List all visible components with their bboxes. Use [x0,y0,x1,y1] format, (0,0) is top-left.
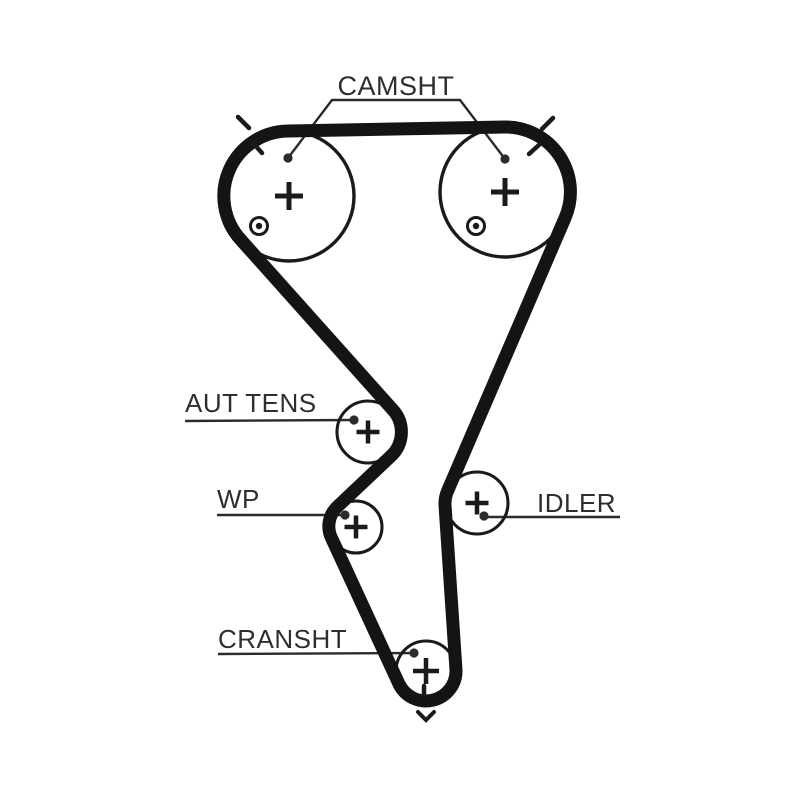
camshaft-left-hole-icon [249,216,269,236]
camshaft-right-leader-dot [500,154,510,164]
crankshaft-plus-mark [413,658,439,684]
timing-tick-marks [235,114,556,723]
leader-lines [184,98,620,656]
timing-belt [217,120,577,708]
camshaft-right-hole-icon [466,216,486,236]
label-idler: IDLER [537,488,616,518]
pulley-center-marks [275,178,519,684]
tensioner-leader-dot [349,415,359,425]
label-auto-tensioner: AUT TENS [185,388,317,418]
crankshaft-arrow-mark [416,710,436,723]
label-camshaft: CAMSHT [338,71,455,101]
camshaft-right-outer-tick [539,115,556,132]
water-pump-leader-dot [340,510,350,520]
labels: CAMSHT AUT TENS WP IDLER CRANSHT [185,71,616,654]
camshaft-left-hole-dot [255,222,263,230]
idler-leader-dot [479,511,489,521]
alignment-hole-marks [249,216,486,236]
label-crankshaft: CRANSHT [218,624,347,654]
camshaft-right-inner-tick [526,141,543,157]
camshaft-right-hole-dot [472,222,480,230]
water-pump-plus-mark [344,515,368,539]
camshaft-left-inner-tick [249,139,265,156]
camshaft-left-outer-tick [235,114,252,131]
label-water-pump: WP [217,484,260,514]
tensioner-plus-mark [356,420,380,444]
crankshaft-leader-dot [409,648,419,658]
camshaft-left-plus-mark [275,182,303,210]
idler-plus-mark [465,491,489,515]
camshaft-left-leader-dot [283,153,293,163]
leader-dots [283,153,510,658]
camshaft-right-plus-mark [491,178,519,206]
tensioner-leader-line [184,418,355,423]
